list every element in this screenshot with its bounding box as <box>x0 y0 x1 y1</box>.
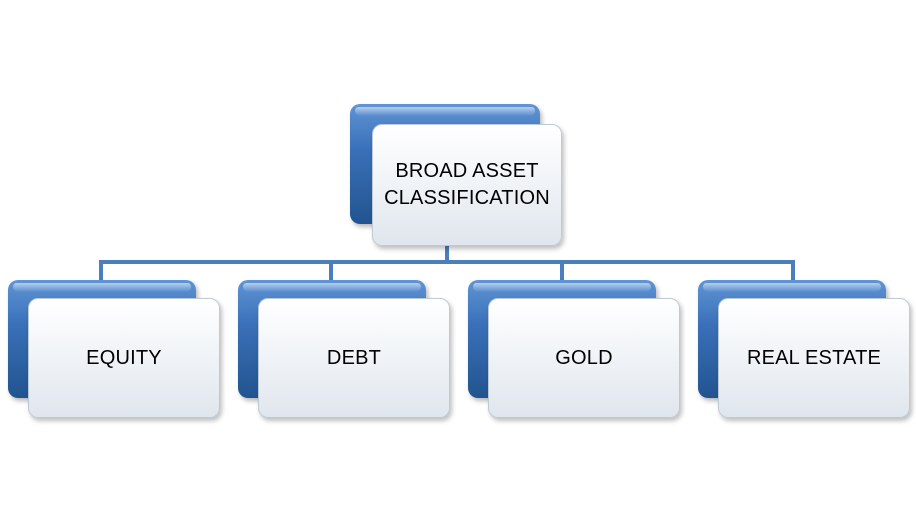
root-node: BROAD ASSET CLASSIFICATION <box>350 104 562 246</box>
connector-root-down <box>445 240 449 262</box>
root-label-line2: CLASSIFICATION <box>384 187 550 209</box>
real-estate-node-label: REAL ESTATE <box>746 346 882 369</box>
connector-drop-real-estate <box>791 260 795 280</box>
debt-node-card: DEBT <box>258 298 450 418</box>
connector-drop-debt <box>329 260 333 280</box>
connector-drop-gold <box>560 260 564 280</box>
real-estate-node-card: REAL ESTATE <box>718 298 910 418</box>
connector-drop-equity <box>99 260 103 280</box>
root-node-card: BROAD ASSET CLASSIFICATION <box>372 124 562 246</box>
equity-node-card: EQUITY <box>28 298 220 418</box>
debt-node-label: DEBT <box>326 346 382 369</box>
child-node-gold: GOLD <box>468 280 680 418</box>
gold-node-label: GOLD <box>555 346 613 369</box>
equity-node-label: EQUITY <box>86 346 162 369</box>
child-node-equity: EQUITY <box>8 280 220 418</box>
root-label-line1: BROAD ASSET <box>395 160 539 182</box>
root-node-label: BROAD ASSET CLASSIFICATION <box>384 158 550 212</box>
gold-node-card: GOLD <box>488 298 680 418</box>
child-node-debt: DEBT <box>238 280 450 418</box>
child-node-real-estate: REAL ESTATE <box>698 280 910 418</box>
connector-horizontal-bus <box>99 260 795 264</box>
